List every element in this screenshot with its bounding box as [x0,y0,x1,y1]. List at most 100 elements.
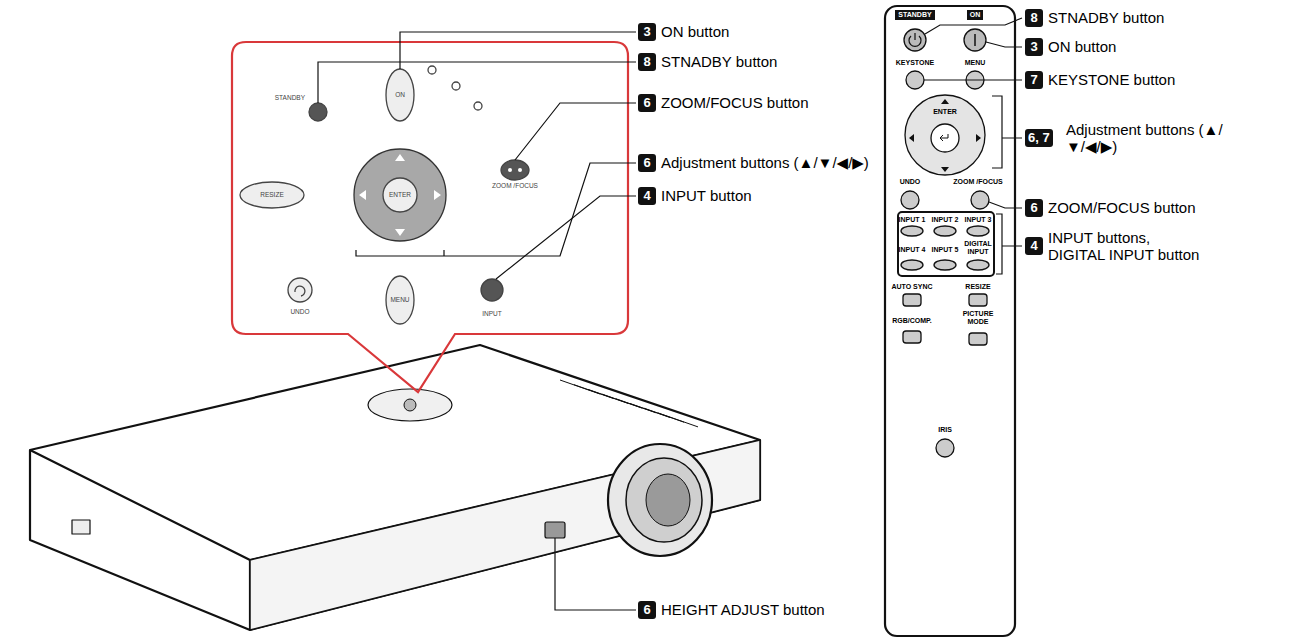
remote-on-button [964,29,986,51]
zoom-mark [508,168,512,172]
callout-number: 7 [1025,71,1043,89]
undo-icon [295,286,305,296]
input-key [967,226,989,236]
control-panel [368,389,452,421]
leader-lines [924,18,1022,274]
callout-number: 8 [1025,9,1043,27]
callout-number: 4 [638,187,656,205]
leader-line [318,62,636,103]
remote-key-label: ZOOM /FOCUS [953,178,1002,186]
part-name: KEYSTONE button [1048,71,1175,88]
arrow-marks [359,154,441,236]
remote-key-label: KEYSTONE [896,59,934,67]
remote-pad [905,95,985,175]
remote-key-label: PICTURE MODE [961,310,995,325]
lens-ring [608,444,712,556]
menu-button [386,276,414,324]
leader-line [986,42,1022,47]
part-name: INPUT button [661,187,752,204]
remote-undo-button [901,191,919,209]
projector-body [30,345,760,630]
remote-key-label: INPUT 3 [965,216,992,224]
standby-button [309,103,327,121]
remote-key-label: UNDO [900,178,921,186]
inset-frame [232,42,628,392]
remote-key-label: INPUT 5 [932,246,959,254]
remote-key-label: IRIS [938,426,952,434]
remote-key-label: AUTO SYNC [891,283,932,291]
zoom-focus-button [501,160,529,180]
callout-number: 6 [1025,199,1043,217]
part-name: ON button [1048,38,1116,55]
input-button [481,279,503,301]
leader-line [925,18,1022,34]
projector-outline [30,345,760,630]
leader-line [989,202,1022,208]
input-group-frame [898,212,994,276]
lens [626,458,702,542]
leader-lines [318,32,636,610]
resize-button [240,182,304,208]
panel-dpad [404,399,416,411]
leader-line [496,196,636,279]
remote-keystone-button [906,71,924,89]
enter-button [383,178,417,212]
remote-key-label: MENU [965,59,986,67]
remote-enter-button [931,124,959,152]
panel-key-label: ZOOM /FOCUS [492,182,538,189]
leader-line [400,32,636,69]
callout-number: 4 [1025,237,1043,255]
remote-key-label: INPUT 4 [899,246,926,254]
part-name: ZOOM/FOCUS button [1048,199,1196,216]
input-key [967,260,989,270]
part-name: ON button [661,23,729,40]
vent-slit [658,413,698,427]
remote-standby-button [904,29,926,51]
input-key [934,226,956,236]
callout-number: 8 [638,53,656,71]
undo-button [288,278,312,302]
remote-key-label: STANDBY [895,10,934,20]
callout-number: 6 [638,601,656,619]
zoom-mark [518,168,522,172]
part-name: STNADBY button [1048,9,1164,26]
auto-sync-key [903,294,921,306]
callout-number: 3 [638,23,656,41]
callout-number: 6 [638,94,656,112]
part-name: Adjustment buttons (▲/▼/◀/▶) [1066,121,1226,156]
callout-number: 3 [1025,38,1043,56]
indicator [474,102,482,110]
remote-control [885,6,1015,636]
power-icon [909,33,921,46]
on-button [386,69,414,121]
adjustment-pad [354,149,446,241]
enter-icon [940,134,948,141]
remote-key-label: DIGITAL INPUT [962,240,994,255]
leader-line [992,96,1022,168]
panel-key-label: STANDBY [275,94,305,101]
panel-buttons [240,66,529,324]
panel-key-label: RESIZE [260,191,283,198]
leader-line [924,79,1022,80]
panel-key-label: INPUT [482,310,502,317]
ir-sensor [72,520,90,534]
callout-number: 6, 7 [1025,129,1053,147]
vent-grill [560,380,698,427]
leader-line [515,103,636,160]
panel-key-label: ENTER [389,191,411,198]
part-name: INPUT buttons, DIGITAL INPUT button [1048,229,1208,264]
panel-key-label: MENU [390,296,409,303]
lens-glass [646,474,690,526]
resize-key [969,294,987,306]
part-name: STNADBY button [661,53,777,70]
callout-number: 6 [638,154,656,172]
remote-key-label: ENTER [933,108,957,116]
remote-key-label: RESIZE [965,283,990,291]
input-keys [901,226,989,457]
part-name: ZOOM/FOCUS button [661,94,809,111]
remote-key-label: INPUT 1 [899,216,926,224]
part-name: HEIGHT ADJUST button [661,601,825,618]
picture-mode-key [969,333,987,345]
